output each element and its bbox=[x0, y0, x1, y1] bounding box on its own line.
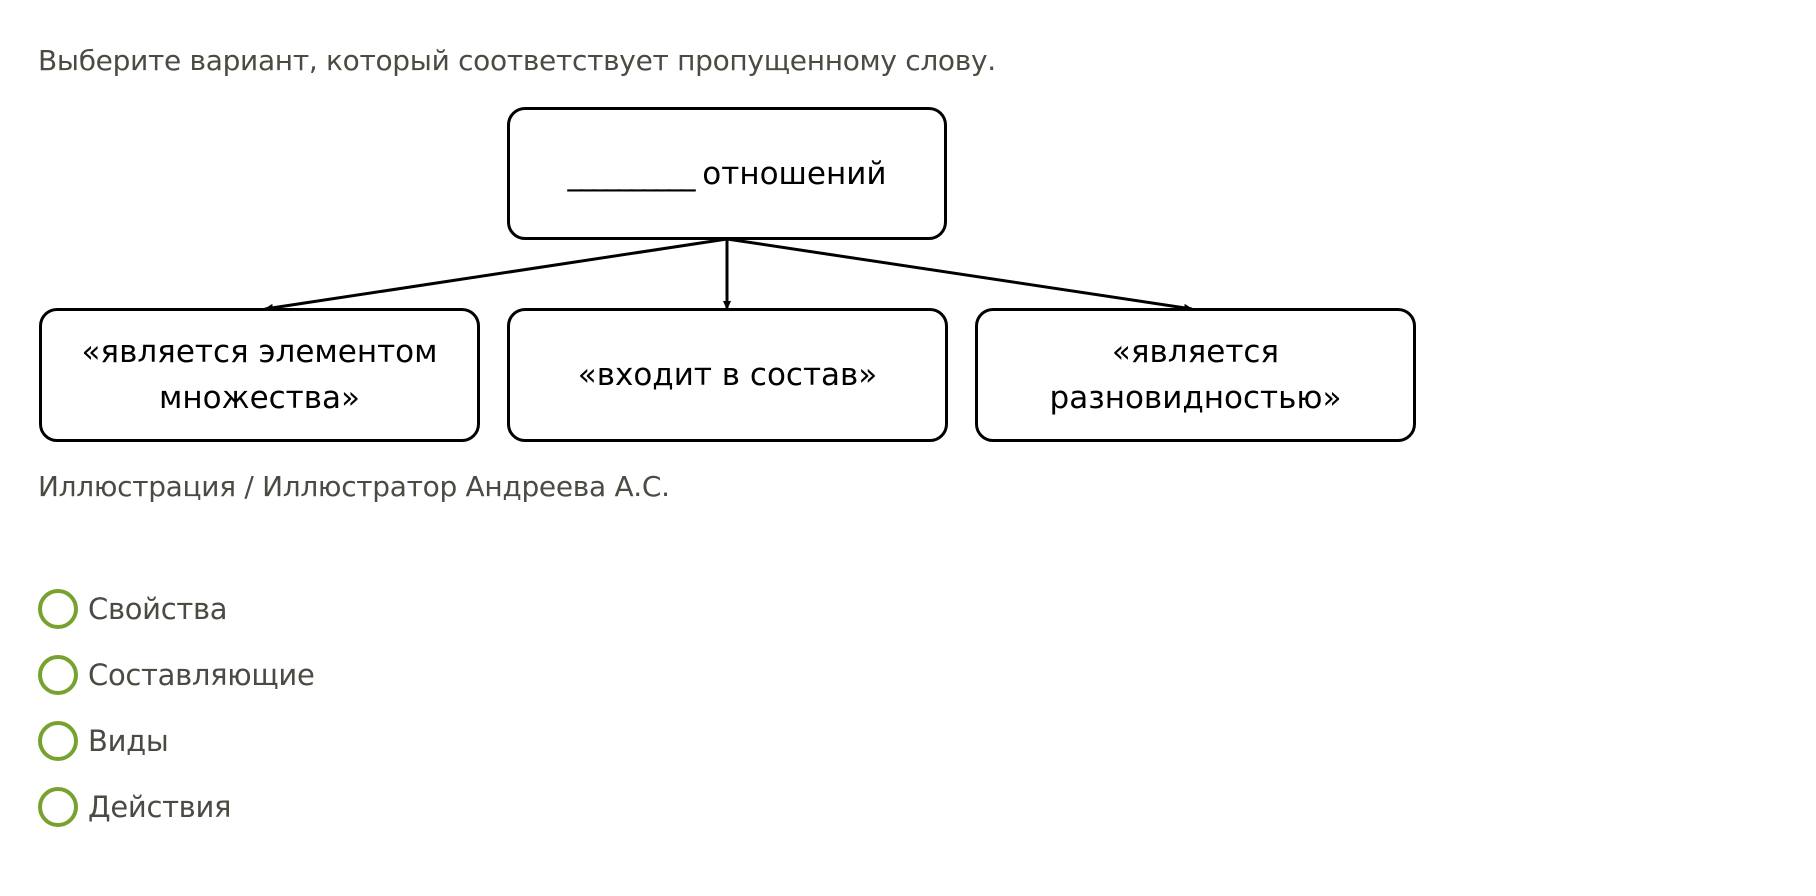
option-2[interactable]: Составляющие bbox=[38, 655, 315, 695]
radio-button[interactable] bbox=[38, 787, 78, 827]
option-label: Свойства bbox=[88, 592, 228, 626]
illustration-caption: Иллюстрация / Иллюстратор Андреева А.С. bbox=[38, 470, 670, 503]
radio-button[interactable] bbox=[38, 655, 78, 695]
arrow-right bbox=[726, 237, 1193, 312]
diagram-box-element-of-set: «является элементом множества» bbox=[39, 308, 480, 442]
option-3[interactable]: Виды bbox=[38, 721, 169, 761]
option-label: Составляющие bbox=[88, 658, 315, 692]
option-label: Действия bbox=[88, 790, 232, 824]
box-line: «является bbox=[1111, 334, 1280, 370]
box-line: разновидностью» bbox=[1049, 380, 1342, 416]
question-text: Выберите вариант, который соответствует … bbox=[38, 44, 996, 77]
box-line: множества» bbox=[159, 380, 360, 416]
option-4[interactable]: Действия bbox=[38, 787, 231, 827]
radio-button[interactable] bbox=[38, 589, 78, 629]
blank-line: __________ bbox=[567, 155, 695, 192]
box-line: «входит в состав» bbox=[577, 357, 878, 393]
diagram-box-kind-of: «является разновидностью» bbox=[975, 308, 1416, 442]
option-1[interactable]: Свойства bbox=[38, 589, 228, 629]
diagram-top-box: __________ отношений bbox=[507, 107, 947, 240]
diagram-box-part-of: «входит в состав» bbox=[507, 308, 948, 442]
arrow-left bbox=[264, 237, 728, 312]
radio-button[interactable] bbox=[38, 721, 78, 761]
option-label: Виды bbox=[88, 724, 169, 758]
box-line: «является элементом bbox=[81, 334, 438, 370]
top-box-text: отношений bbox=[702, 155, 887, 192]
